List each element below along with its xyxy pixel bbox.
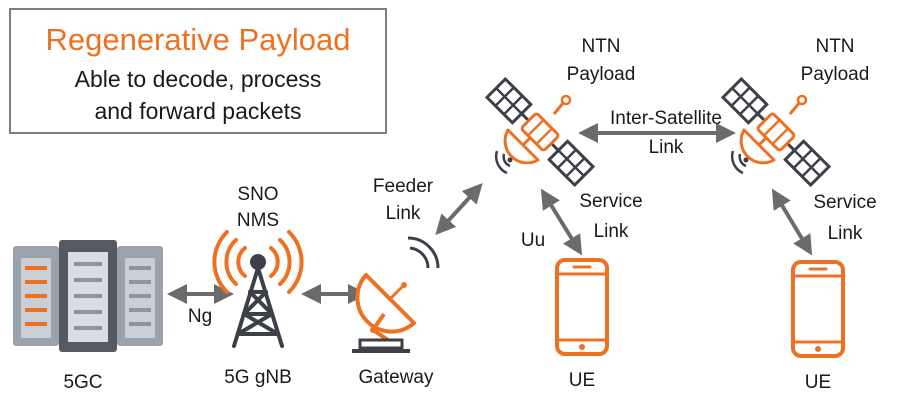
- sat1-ntn-label: NTN: [581, 36, 621, 57]
- gnb-label: 5G gNB: [224, 367, 292, 388]
- service2-label: Service: [813, 192, 877, 213]
- satellite-icon: [485, 77, 595, 187]
- regenerative-payload-box: Regenerative Payload Able to decode, pro…: [9, 8, 387, 134]
- sno-label: SNO: [237, 184, 279, 205]
- box-line-1: Able to decode, process: [74, 66, 322, 92]
- uu-label: Uu: [520, 230, 546, 251]
- sat2-ntn-label: NTN: [815, 36, 855, 57]
- satellite-dish-icon: [352, 236, 440, 353]
- ue2-label: UE: [804, 372, 832, 393]
- smartphone-icon: [555, 258, 609, 356]
- smartphone-icon: [791, 260, 845, 358]
- gateway-label: Gateway: [358, 367, 434, 388]
- ue1-label: UE: [568, 370, 596, 391]
- ng-label: Ng: [187, 306, 213, 327]
- service-link-arrow: [771, 188, 813, 256]
- service2-link-label: Link: [827, 223, 863, 244]
- cell-tower-icon: [212, 230, 304, 348]
- sat1-payload-label: Payload: [566, 64, 636, 85]
- nms-label: NMS: [236, 210, 280, 231]
- isl-label: Inter-Satellite: [610, 108, 722, 129]
- feeder-link-arrow: [435, 183, 483, 235]
- feeder-label: Feeder: [372, 176, 434, 197]
- box-line-2: and forward packets: [94, 98, 302, 124]
- satellite-icon: [721, 77, 831, 187]
- feeder-link-label: Link: [385, 203, 421, 224]
- service1-label: Service: [579, 191, 643, 212]
- isl-link-label: Link: [648, 137, 684, 158]
- core-label: 5GC: [63, 372, 103, 393]
- service1-link-label: Link: [593, 221, 629, 242]
- sat2-payload-label: Payload: [800, 64, 870, 85]
- box-title: Regenerative Payload: [45, 22, 351, 57]
- service-link-arrow: [540, 188, 583, 256]
- server-rack-icon: [13, 240, 163, 352]
